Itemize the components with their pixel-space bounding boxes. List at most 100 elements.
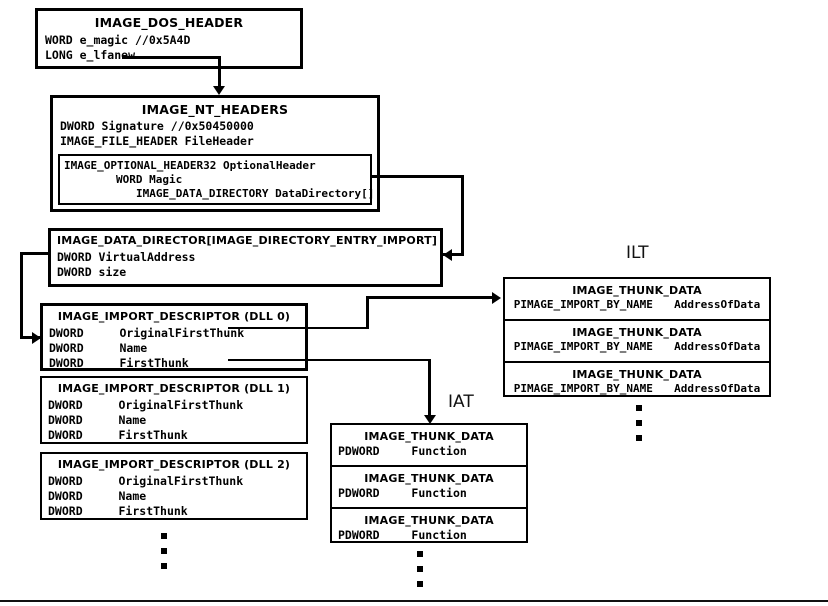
dll2-field-originalfirstthunk-type: DWORD — [48, 474, 83, 488]
import-descriptor-dll1-box: IMAGE_IMPORT_DESCRIPTOR (DLL 1) DWORD Or… — [40, 376, 308, 444]
dll2-field-name-name: Name — [118, 489, 147, 503]
connector-lfanew-arrowhead — [213, 86, 225, 95]
dos-field-e-lfanew: LONG e_lfanew — [45, 48, 136, 62]
connector-ilt-horizontal-from-field — [228, 327, 368, 329]
iat-entry-0-member: Function — [411, 444, 467, 458]
iat-entry-1: IMAGE_THUNK_DATA PDWORD Function — [332, 469, 526, 509]
nt-field-file-header: IMAGE_FILE_HEADER FileHeader — [60, 134, 254, 148]
ilt-list-ellipsis — [636, 405, 642, 441]
dll2-field-originalfirstthunk: DWORD OriginalFirstThunk — [42, 474, 306, 489]
image-nt-headers-title: IMAGE_NT_HEADERS — [141, 102, 289, 117]
iat-list-ellipsis — [417, 551, 423, 587]
ilt-entry-1-title: IMAGE_THUNK_DATA — [572, 326, 702, 339]
connector-ilt-arrowhead — [492, 292, 501, 304]
iat-entry-1-title: IMAGE_THUNK_DATA — [364, 472, 494, 485]
iat-entry-1-field: PDWORD Function — [332, 486, 526, 501]
iat-table: IMAGE_THUNK_DATA PDWORD Function IMAGE_T… — [330, 423, 528, 543]
dll2-field-originalfirstthunk-name: OriginalFirstThunk — [118, 474, 244, 488]
ilt-entry-0-field: PIMAGE_IMPORT_BY_NAME AddressOfData — [505, 298, 769, 312]
connector-ilt-horizontal-to-box — [366, 296, 494, 299]
image-data-directory-title: IMAGE_DATA_DIRECTOR[IMAGE_DIRECTORY_ENTR… — [57, 234, 438, 247]
iat-label: IAT — [448, 392, 474, 412]
connector-lfanew-horizontal — [122, 56, 220, 59]
iat-entry-2-type: PDWORD — [338, 528, 380, 542]
dll2-field-firstthunk-type: DWORD — [48, 504, 83, 518]
dll0-field-originalfirstthunk: DWORD OriginalFirstThunk — [43, 326, 305, 341]
data-directory-field-size: DWORD size — [57, 265, 127, 279]
dll0-field-firstthunk-type: DWORD — [49, 356, 84, 370]
dll1-field-firstthunk-type: DWORD — [48, 428, 83, 442]
ilt-entry-1: IMAGE_THUNK_DATA PIMAGE_IMPORT_BY_NAME A… — [505, 323, 769, 363]
ilt-entry-1-type: PIMAGE_IMPORT_BY_NAME — [513, 340, 653, 353]
ilt-entry-2-title: IMAGE_THUNK_DATA — [572, 368, 702, 381]
dll2-field-firstthunk: DWORD FirstThunk — [42, 504, 306, 519]
import-descriptor-dll0-title: IMAGE_IMPORT_DESCRIPTOR (DLL 0) — [57, 310, 291, 323]
optional-header-field-data-directory: IMAGE_DATA_DIRECTORY DataDirectory[] — [136, 187, 375, 200]
ilt-entry-2-field: PIMAGE_IMPORT_BY_NAME AddressOfData — [505, 382, 769, 396]
dos-field-e-magic: WORD e_magic //0x5A4D — [45, 33, 191, 47]
ilt-table: IMAGE_THUNK_DATA PIMAGE_IMPORT_BY_NAME A… — [503, 277, 771, 397]
iat-entry-2-field: PDWORD Function — [332, 528, 526, 543]
ilt-entry-0-member: AddressOfData — [674, 298, 761, 311]
dll1-field-originalfirstthunk-type: DWORD — [48, 398, 83, 412]
dll0-field-firstthunk-name: FirstThunk — [119, 356, 189, 370]
connector-datadirectory-arrowhead — [443, 249, 452, 261]
dll1-field-name-name: Name — [118, 413, 147, 427]
ilt-entry-0: IMAGE_THUNK_DATA PIMAGE_IMPORT_BY_NAME A… — [505, 281, 769, 321]
ilt-entry-2-member: AddressOfData — [674, 382, 761, 395]
import-descriptor-list-ellipsis — [161, 533, 167, 569]
dll0-field-originalfirstthunk-type: DWORD — [49, 326, 84, 340]
dll0-field-name-type: DWORD — [49, 341, 84, 355]
slide-bottom-rule — [0, 600, 828, 602]
image-optional-header32-box: IMAGE_OPTIONAL_HEADER32 OptionalHeader W… — [58, 154, 375, 205]
nt-field-signature: DWORD Signature //0x50450000 — [60, 119, 254, 133]
dll1-field-firstthunk-name: FirstThunk — [118, 428, 188, 442]
connector-ilt-vertical — [366, 297, 369, 329]
connector-datadirectory-vertical — [461, 175, 464, 256]
dll1-field-originalfirstthunk-name: OriginalFirstThunk — [118, 398, 244, 412]
dll0-field-name: DWORD Name — [43, 341, 305, 356]
import-descriptor-dll1-title: IMAGE_IMPORT_DESCRIPTOR (DLL 1) — [57, 382, 291, 395]
iat-entry-1-member: Function — [411, 486, 467, 500]
iat-entry-0-title: IMAGE_THUNK_DATA — [364, 430, 494, 443]
dll1-field-name-type: DWORD — [48, 413, 83, 427]
dll0-field-firstthunk: DWORD FirstThunk — [43, 356, 305, 371]
connector-descriptor-horizontal-top — [20, 252, 50, 255]
connector-lfanew-vertical — [218, 56, 221, 88]
dll1-field-name: DWORD Name — [42, 413, 306, 428]
connector-iat-vertical — [428, 359, 431, 419]
connector-descriptor-arrowhead — [32, 332, 41, 344]
connector-datadirectory-horizontal-top — [372, 175, 464, 178]
iat-entry-0-type: PDWORD — [338, 444, 380, 458]
iat-entry-0-field: PDWORD Function — [332, 444, 526, 459]
ilt-entry-1-field: PIMAGE_IMPORT_BY_NAME AddressOfData — [505, 340, 769, 354]
optional-header-declaration: IMAGE_OPTIONAL_HEADER32 OptionalHeader — [64, 159, 316, 172]
iat-entry-1-type: PDWORD — [338, 486, 380, 500]
import-descriptor-dll2-box: IMAGE_IMPORT_DESCRIPTOR (DLL 2) DWORD Or… — [40, 452, 308, 520]
connector-descriptor-vertical — [20, 252, 23, 339]
dll2-field-name: DWORD Name — [42, 489, 306, 504]
ilt-label: ILT — [626, 243, 649, 263]
image-dos-header-box: IMAGE_DOS_HEADER WORD e_magic //0x5A4D L… — [35, 8, 303, 69]
iat-entry-2-member: Function — [411, 528, 467, 542]
connector-datadirectory-horizontal-bottom — [443, 253, 464, 256]
data-directory-field-virtualaddress: DWORD VirtualAddress — [57, 250, 196, 264]
dll0-field-originalfirstthunk-name: OriginalFirstThunk — [119, 326, 245, 340]
optional-header-field-magic: WORD Magic — [116, 173, 183, 186]
dll2-field-name-type: DWORD — [48, 489, 83, 503]
iat-entry-0: IMAGE_THUNK_DATA PDWORD Function — [332, 427, 526, 467]
connector-iat-horizontal — [228, 359, 431, 361]
import-descriptor-dll2-title: IMAGE_IMPORT_DESCRIPTOR (DLL 2) — [57, 458, 291, 471]
image-data-directory-box: IMAGE_DATA_DIRECTOR[IMAGE_DIRECTORY_ENTR… — [48, 228, 443, 287]
connector-iat-arrowhead — [424, 415, 436, 424]
iat-entry-2-title: IMAGE_THUNK_DATA — [364, 514, 494, 527]
connector-descriptor-horizontal-bottom — [20, 336, 40, 339]
ilt-entry-1-member: AddressOfData — [674, 340, 761, 353]
dll1-field-firstthunk: DWORD FirstThunk — [42, 428, 306, 443]
iat-entry-2: IMAGE_THUNK_DATA PDWORD Function — [332, 511, 526, 551]
ilt-entry-0-type: PIMAGE_IMPORT_BY_NAME — [513, 298, 653, 311]
dll2-field-firstthunk-name: FirstThunk — [118, 504, 188, 518]
ilt-entry-2: IMAGE_THUNK_DATA PIMAGE_IMPORT_BY_NAME A… — [505, 365, 769, 405]
dll1-field-originalfirstthunk: DWORD OriginalFirstThunk — [42, 398, 306, 413]
